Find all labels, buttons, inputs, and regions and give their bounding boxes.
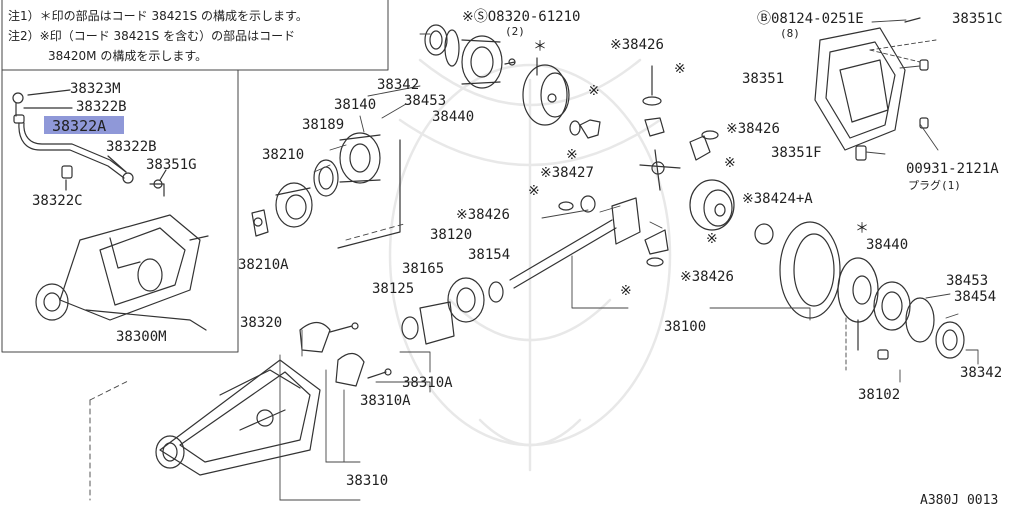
part-label-38342-top[interactable]: 38342 [377,77,420,93]
part-label-38125[interactable]: 38125 [372,281,415,297]
part-label-38310[interactable]: 38310 [346,473,389,489]
part-label-38120[interactable]: 38120 [430,227,473,243]
part-label-38102[interactable]: 38102 [858,387,901,403]
ring-gear [779,221,841,319]
star-mark-right: ＊ [855,221,869,237]
part-label-38426-d[interactable]: ※38426 [680,269,734,285]
part-label-38189[interactable]: 38189 [302,117,345,133]
part-label-38165[interactable]: 38165 [402,261,445,277]
part-label-38300M[interactable]: 38300M [116,329,167,345]
part-label-38323M[interactable]: 38323M [70,81,121,97]
part-label-38453-top[interactable]: 38453 [404,93,447,109]
part-label-plug-qty: プラグ(1) [908,179,961,192]
assembly-inset-box [1,69,239,353]
part-label-38424[interactable]: ※38424+A [742,191,813,207]
drive-pinion [509,197,641,289]
part-label-38351C[interactable]: 38351C [952,11,1003,27]
part-label-38322C[interactable]: 38322C [32,193,83,209]
part-label-bolt-s-qty: (2) [505,25,525,38]
part-label-38310A-b[interactable]: 38310A [360,393,411,409]
part-label-38426-b[interactable]: ※38426 [726,121,780,137]
side-gear [689,179,774,245]
part-label-38426-a[interactable]: ※38426 [610,37,664,53]
note-line-3: 38420M の構成を示します。 [48,49,208,63]
leader-lines [89,19,979,501]
diagram-reference-code: A380J 0013 [920,493,999,508]
carrier-housing [155,359,321,476]
mark-a: ※ [674,61,686,77]
differential-case [522,57,601,139]
note-line-2: 注2）※印（コード 38421S を含む）の部品はコード [8,29,296,43]
pinion-gears-cluster [558,65,719,267]
rear-cover [814,17,929,161]
companion-flange-group [251,132,401,249]
mark-f: ※ [706,231,718,247]
part-label-38454[interactable]: 38454 [954,289,997,305]
part-label-38100[interactable]: 38100 [664,319,707,335]
mark-b: ※ [588,83,600,99]
part-label-38140[interactable]: 38140 [334,97,377,113]
part-label-38351[interactable]: 38351 [742,71,785,87]
mark-c: ※ [566,147,578,163]
part-label-38427[interactable]: ※38427 [540,165,594,181]
part-label-38453-right[interactable]: 38453 [946,273,989,289]
part-label-plug[interactable]: 00931-2121A [906,161,999,177]
part-label-38440-right[interactable]: 38440 [866,237,909,253]
mark-d: ※ [724,155,736,171]
mark-g: ※ [620,283,632,299]
watermark-emblem [388,58,672,472]
part-label-38154[interactable]: 38154 [468,247,511,263]
part-label-38210A[interactable]: 38210A [238,257,289,273]
mark-e: ※ [528,183,540,199]
part-label-38322A[interactable]: 38322A [52,117,107,135]
star-mark-top: ＊ [533,39,547,55]
part-label-bolt-s[interactable]: ※ⓈO8320-61210 [462,9,581,25]
part-label-38310A-a[interactable]: 38310A [402,375,453,391]
part-label-38342-right[interactable]: 38342 [960,365,1003,381]
part-label-38322B-mid[interactable]: 38322B [106,139,157,155]
part-label-38426-c[interactable]: ※38426 [456,207,510,223]
part-label-38210[interactable]: 38210 [262,147,305,163]
part-label-38351G[interactable]: 38351G [146,157,197,173]
differential-assembly-inset [35,214,209,331]
part-label-38351F[interactable]: 38351F [771,145,822,161]
right-bearing-stack [837,257,965,360]
pinion-bearing-group [401,277,504,345]
part-label-38440-top[interactable]: 38440 [432,109,475,125]
bearing-caps [299,321,392,387]
part-label-38322B-top[interactable]: 38322B [76,99,127,115]
part-label-bolt-b[interactable]: Ⓑ08124-0251E [757,11,864,27]
note-line-1: 注1）＊印の部品はコード 38421S の構成を示します。 [8,9,308,23]
part-highlight [44,116,124,134]
note-box [1,0,389,71]
part-label-38320[interactable]: 38320 [240,315,283,331]
part-label-bolt-b-qty: (8) [780,27,800,40]
top-bearing-stack [424,24,516,89]
